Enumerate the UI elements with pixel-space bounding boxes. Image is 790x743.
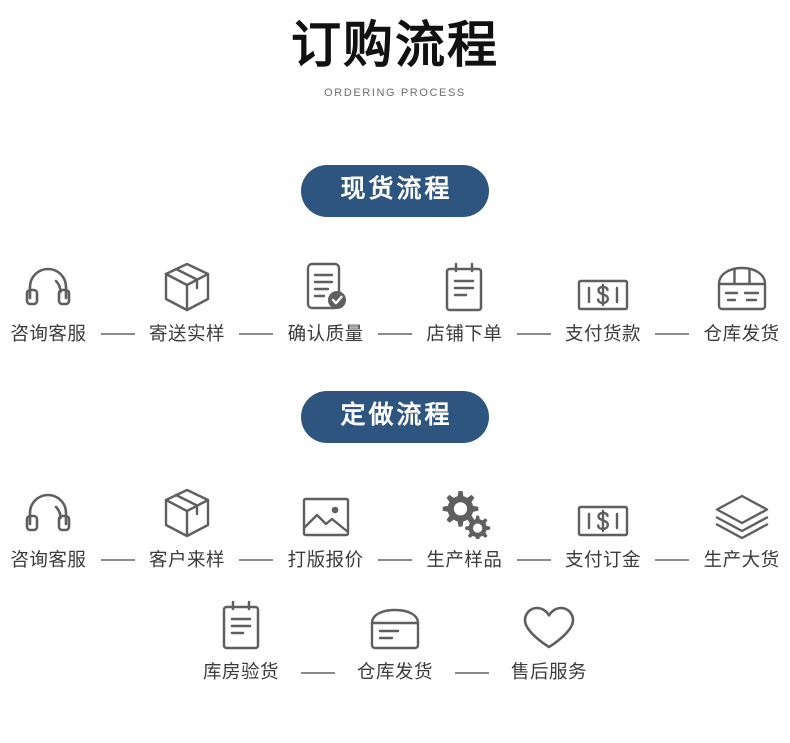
flow-step-consult-service-2[interactable]: 咨询客服 [0, 483, 97, 570]
page-header: 订购流程 ORDERING PROCESS [0, 0, 790, 99]
flow-step-place-order[interactable]: 店铺下单 [416, 257, 513, 344]
flow-connector [301, 671, 335, 674]
document-check-icon [302, 257, 350, 313]
flow-connector [239, 559, 274, 561]
flow-step-customer-sample[interactable]: 客户来样 [139, 483, 236, 570]
flow-step-label: 寄送实样 [148, 322, 225, 344]
clipboard-icon [219, 595, 263, 651]
flow-step-label: 支付货款 [565, 322, 642, 344]
banknote-dollar-icon [576, 257, 630, 313]
flow-connector [239, 333, 274, 335]
flow-step-pay-deposit[interactable]: 支付订金 [555, 483, 652, 570]
flow-connector [516, 333, 551, 335]
flow-step-produce-sample[interactable]: 生产样品 [416, 483, 513, 570]
flow-step-proofing-quote[interactable]: 打版报价 [277, 483, 374, 570]
image-picture-icon [301, 483, 351, 539]
flow-step-label: 生产样品 [426, 548, 503, 570]
flow-step-bulk-production[interactable]: 生产大货 [693, 483, 790, 570]
flow-step-label: 仓库发货 [356, 661, 433, 682]
flow-step-label: 生产大货 [703, 548, 780, 570]
flow-connector [378, 333, 412, 335]
flow-step-label: 仓库发货 [703, 322, 780, 344]
flow-step-label: 支付订金 [565, 548, 642, 570]
flow-step-warehouse-ship[interactable]: 仓库发货 [693, 257, 790, 344]
section-badge-custom: 定做流程 [301, 391, 489, 443]
flow-connector [655, 559, 690, 561]
warehouse-box-icon [715, 257, 769, 313]
flow-step-send-sample[interactable]: 寄送实样 [139, 257, 236, 344]
heart-icon [522, 595, 576, 651]
section-badge-wrap-stock: 现货流程 [0, 165, 790, 217]
flow-connector [378, 559, 412, 561]
flow-step-label: 库房验货 [202, 661, 279, 682]
flow-step-label: 售后服务 [510, 661, 587, 682]
flow-step-pay-goods[interactable]: 支付货款 [555, 257, 652, 344]
flow-step-label: 打版报价 [287, 548, 364, 570]
flow-step-warehouse-ship-2[interactable]: 仓库发货 [345, 595, 445, 682]
flow-row-custom-b: 库房验货 仓库发货 售后服务 [0, 595, 790, 682]
gears-icon [437, 483, 491, 539]
flow-connector [100, 559, 135, 561]
flow-connector [516, 559, 551, 561]
flow-connector [455, 671, 489, 674]
flow-step-label: 店铺下单 [426, 322, 503, 344]
page-subtitle: ORDERING PROCESS [324, 87, 466, 99]
flow-step-label: 咨询客服 [10, 548, 87, 570]
headphones-icon [22, 257, 74, 313]
clipboard-icon [442, 257, 486, 313]
flow-row-stock: 咨询客服 寄送实样 [0, 257, 790, 344]
flow-step-label: 咨询客服 [10, 322, 87, 344]
layers-icon [714, 483, 770, 539]
flow-step-label: 客户来样 [148, 548, 225, 570]
flow-step-warehouse-inspection[interactable]: 库房验货 [191, 595, 291, 682]
flow-step-label: 确认质量 [287, 322, 364, 344]
flow-connector [655, 333, 690, 335]
package-label-icon [368, 595, 422, 651]
flow-step-confirm-quality[interactable]: 确认质量 [277, 257, 374, 344]
page-title: 订购流程 [291, 17, 499, 73]
flow-connector [100, 333, 135, 335]
headphones-icon [22, 483, 74, 539]
flow-row-custom-a: 咨询客服 客户来样 打版报 [0, 483, 790, 570]
section-badge-stock: 现货流程 [301, 165, 489, 217]
section-badge-wrap-custom: 定做流程 [0, 391, 790, 443]
box-3d-icon [162, 483, 212, 539]
box-3d-icon [162, 257, 212, 313]
flow-step-after-sales[interactable]: 售后服务 [499, 595, 599, 682]
banknote-dollar-icon [576, 483, 630, 539]
flow-step-consult-service[interactable]: 咨询客服 [0, 257, 97, 344]
